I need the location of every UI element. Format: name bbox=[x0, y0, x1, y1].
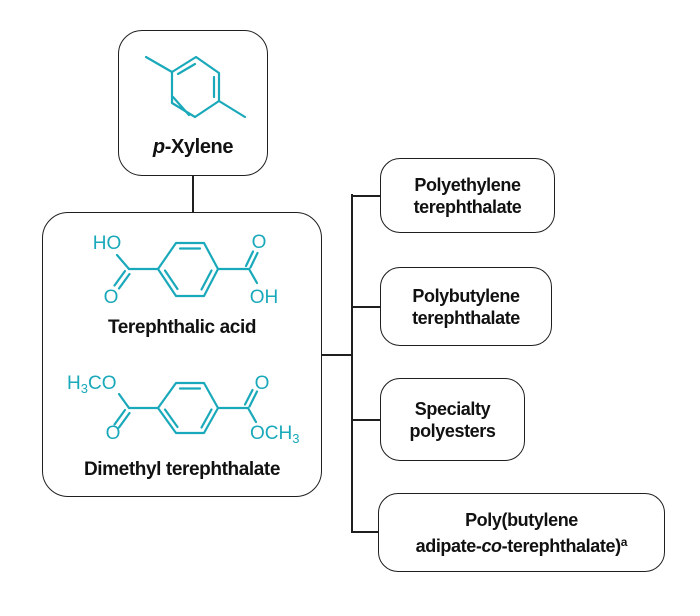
c-o-double-bond bbox=[244, 250, 255, 268]
connector-branch-pbat bbox=[351, 531, 378, 533]
c-oh-bond bbox=[247, 267, 259, 285]
footnote-marker-a: a bbox=[620, 534, 628, 549]
product-specialty-line1: Specialty bbox=[414, 398, 491, 419]
benzene-ring bbox=[156, 381, 220, 435]
connector-branch-pbt bbox=[351, 306, 380, 308]
atom-co: CO bbox=[88, 373, 117, 394]
product-pbt-line2: terephthalate bbox=[412, 307, 520, 328]
connector-branch-pet bbox=[351, 194, 380, 197]
c-ome-bond bbox=[246, 406, 258, 424]
connector-trunk bbox=[351, 194, 353, 533]
c-o-double-bond bbox=[249, 251, 259, 269]
dimethyl-terephthalate-bonds bbox=[113, 381, 259, 435]
atom-sub-3: 3 bbox=[81, 381, 88, 396]
benzene-ring bbox=[156, 241, 220, 298]
double-bond-inner bbox=[163, 269, 179, 291]
pxylene-label: p-Xylene bbox=[119, 136, 267, 159]
methyl-bond-upper-left bbox=[144, 55, 174, 74]
terephthalic-acid-label: Terephthalic acid bbox=[107, 317, 257, 338]
double-bond-inner bbox=[176, 62, 197, 76]
pxylene-label-italic-p: p bbox=[152, 136, 165, 158]
atom-label-ho: HO bbox=[93, 233, 122, 254]
double-bond-inner bbox=[200, 269, 213, 291]
terephthalic-acid-bonds bbox=[113, 241, 259, 298]
c-o-double-bond bbox=[113, 408, 127, 426]
atom-label-h3co: H3CO bbox=[67, 373, 116, 396]
atom-h: H bbox=[67, 373, 81, 394]
feedstock-structures: HO O O OH bbox=[67, 232, 299, 446]
terephthalic-acid-structure: HO O O OH bbox=[93, 232, 279, 308]
connector-pxylene-to-feedstock bbox=[192, 176, 194, 213]
pxylene-structure bbox=[144, 55, 247, 119]
methyl-bond-lower-right bbox=[217, 99, 247, 119]
dimethyl-terephthalate-structure: H3CO O O OCH3 bbox=[67, 373, 299, 446]
c-o-double-bond bbox=[243, 388, 254, 406]
product-label-pbat: Poly(butylene adipate-co-terephthalate)a bbox=[416, 509, 628, 557]
product-pbt-line1: Polybutylene bbox=[412, 285, 520, 306]
c-o-double-bond bbox=[113, 269, 127, 287]
c-oh-bond bbox=[115, 253, 131, 271]
double-bond-inner bbox=[163, 408, 179, 429]
atom-label-oh: OH bbox=[250, 287, 279, 308]
product-pet-line1: Polyethylene bbox=[414, 174, 521, 195]
c-o-double-bond bbox=[248, 390, 259, 408]
double-bond-inner bbox=[200, 408, 213, 429]
dimethyl-terephthalate-label: Dimethyl terephthalate bbox=[83, 459, 281, 480]
c-o-double-bond bbox=[117, 411, 131, 429]
atom-label-o: O bbox=[104, 287, 119, 308]
product-specialty-line2: polyesters bbox=[409, 420, 496, 441]
product-pet-line2: terephthalate bbox=[413, 196, 522, 217]
pxylene-benzene-ring bbox=[144, 55, 247, 119]
product-pbat-line2-co: co bbox=[481, 535, 502, 556]
connector-feedstock-to-trunk bbox=[322, 353, 352, 356]
feedstock-box: HO O O OH bbox=[42, 212, 322, 497]
atom-och: OCH bbox=[250, 423, 292, 444]
atom-sub-3: 3 bbox=[292, 431, 299, 446]
product-box-pbat: Poly(butylene adipate-co-terephthalate)a bbox=[378, 493, 665, 572]
product-pbat-line1: Poly(butylene bbox=[465, 509, 578, 530]
atom-label-och3: OCH3 bbox=[250, 423, 299, 446]
atom-label-o: O bbox=[255, 373, 270, 394]
product-pbat-line2-post: -terephthalate) bbox=[501, 535, 621, 556]
pxylene-box: p-Xylene bbox=[118, 30, 268, 176]
benzene-ring bbox=[170, 55, 221, 119]
connector-branch-specialty bbox=[351, 419, 380, 421]
atom-label-o: O bbox=[252, 232, 267, 253]
double-bond-inner bbox=[171, 95, 191, 117]
pxylene-label-rest: -Xylene bbox=[164, 136, 234, 158]
c-o-double-bond bbox=[117, 272, 131, 290]
atom-label-o: O bbox=[106, 423, 121, 444]
product-pbat-line2-pre: adipate- bbox=[415, 535, 482, 556]
c-ome-bond bbox=[117, 392, 131, 410]
